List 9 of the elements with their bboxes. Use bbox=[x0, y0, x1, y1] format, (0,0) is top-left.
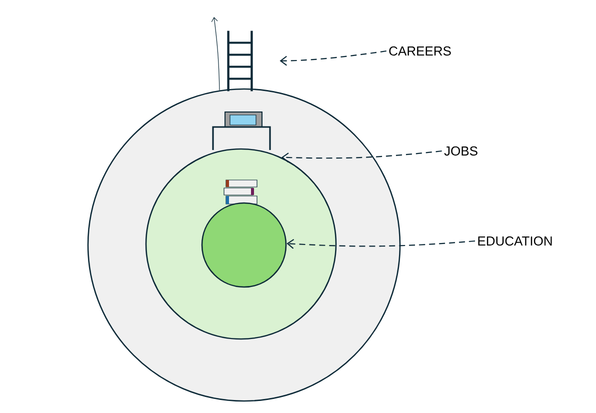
inner-circle bbox=[201, 202, 287, 288]
ladder-drawing bbox=[227, 30, 253, 92]
upward-arrow bbox=[211, 17, 220, 91]
label-text: JOBS bbox=[444, 146, 478, 156]
leader-arrow bbox=[286, 238, 476, 249]
leader-arrow bbox=[281, 150, 442, 162]
leader-arrow bbox=[280, 50, 386, 66]
label-text: CAREERS bbox=[389, 46, 451, 56]
label-text: EDUCATION bbox=[478, 236, 552, 246]
